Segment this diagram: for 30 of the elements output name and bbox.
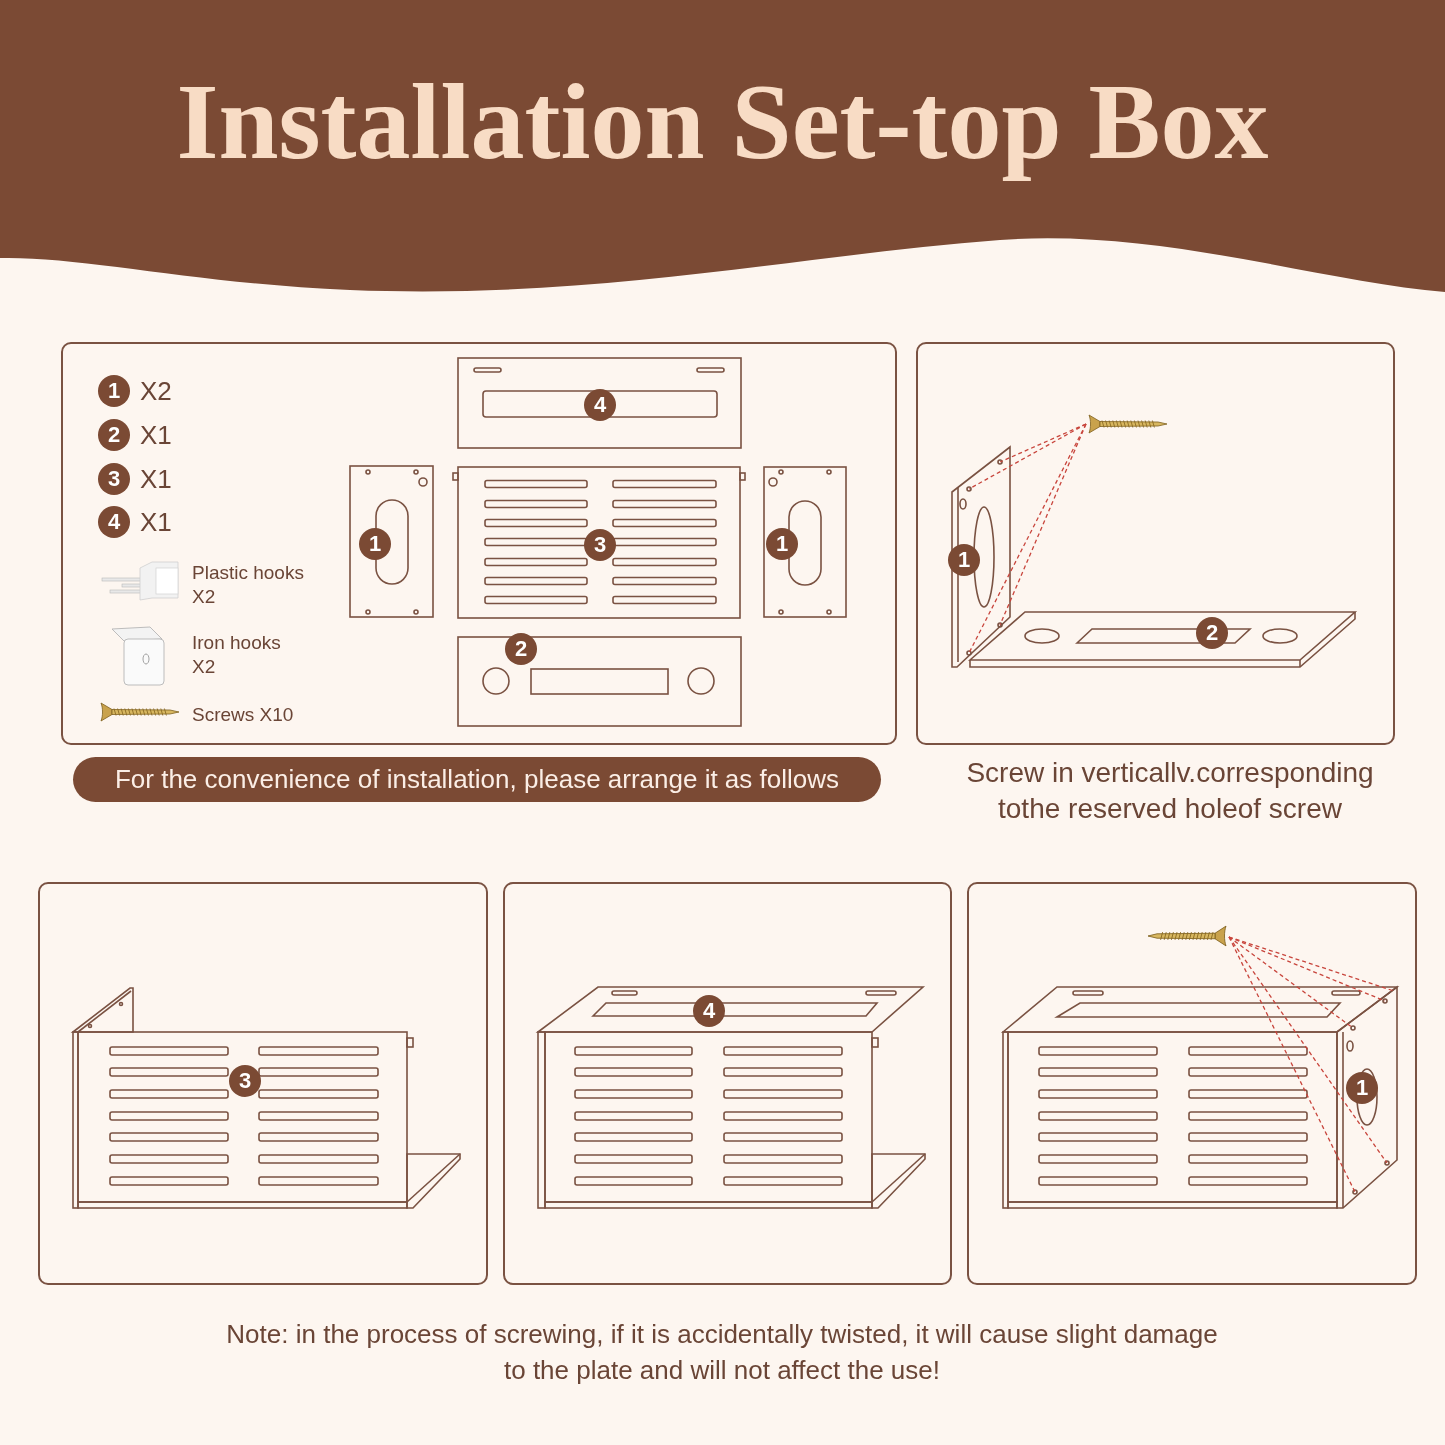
quantity-label: X2 (140, 376, 172, 406)
quantity-label: X1 (140, 420, 172, 450)
part-label: Plastic hooks X2 (192, 561, 305, 609)
instruction-panel (503, 882, 952, 1285)
callout-number: 1 (766, 528, 798, 560)
instruction-panel (967, 882, 1417, 1285)
callout-number: 3 (229, 1065, 261, 1097)
instruction-banner: For the convenience of installation, please arrange it as follows (73, 757, 881, 802)
callout-number: 4 (693, 995, 725, 1027)
instruction-panel (38, 882, 488, 1285)
callout-number: 4 (584, 389, 616, 421)
callout-number: 3 (584, 529, 616, 561)
callout-number: 3 (98, 463, 130, 495)
callout-number: 4 (98, 506, 130, 538)
callout-number: 1 (948, 544, 980, 576)
callout-number: 1 (1346, 1072, 1378, 1104)
callout-number: 1 (98, 375, 130, 407)
callout-number: 2 (1196, 617, 1228, 649)
part-label: Screws X10 (192, 703, 294, 727)
quantity-label: X1 (140, 507, 172, 537)
instruction-panel (61, 342, 897, 745)
instruction-panel (916, 342, 1395, 745)
callout-number: 2 (98, 419, 130, 451)
step-caption: Screw in verticallv.corresponding tothe reserved holeof screw (965, 756, 1375, 826)
quantity-label: X1 (140, 464, 172, 494)
title: Installation Set-top Box (176, 61, 1269, 183)
part-label: Iron hooks X2 (192, 631, 282, 679)
note-text: Note: in the process of screwing, if it is accidentally twisted, it will cause slight damage to the plate and will not affect the use! (225, 1318, 1219, 1387)
callout-number: 1 (359, 528, 391, 560)
callout-number: 2 (505, 633, 537, 665)
